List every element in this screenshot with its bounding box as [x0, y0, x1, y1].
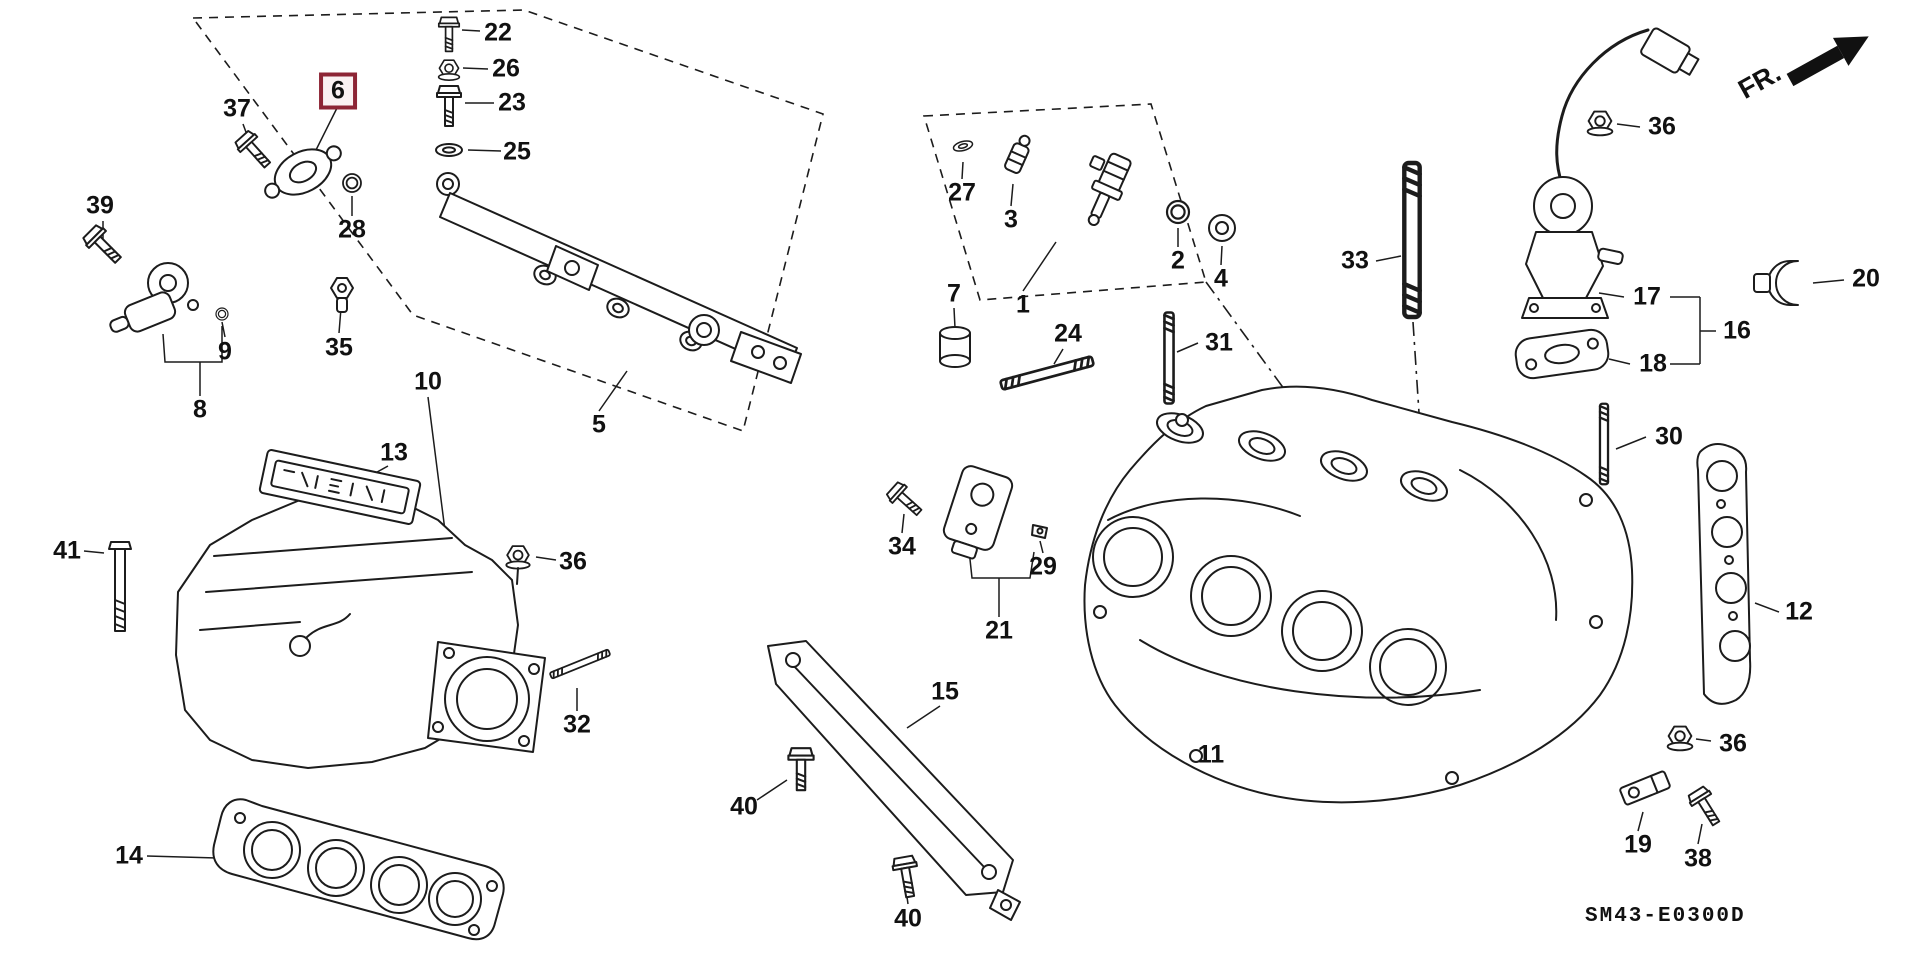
callout-27[interactable]: 27: [948, 178, 976, 207]
diagram-code: SM43-E0300D: [1585, 905, 1746, 928]
callout-35[interactable]: 35: [325, 333, 353, 362]
seal-ring-4-drawing: [1208, 214, 1236, 242]
callout-34[interactable]: 34: [888, 532, 916, 561]
callout-4[interactable]: 4: [1214, 264, 1228, 293]
emblem-plate-drawing: [258, 449, 422, 525]
egr-valve-drawing: [1521, 27, 1700, 319]
clip-29-drawing: [1031, 524, 1048, 539]
callout-24[interactable]: 24: [1054, 319, 1082, 348]
harness-clamp-drawing: [1753, 260, 1799, 306]
callout-19[interactable]: 19: [1624, 830, 1652, 859]
sensor-35-drawing: [330, 277, 354, 313]
mount-bracket-15-drawing: [767, 640, 1021, 921]
callout-17[interactable]: 17: [1633, 282, 1661, 311]
egr-gasket-drawing: [1514, 328, 1610, 380]
intake-plenum-drawing: [175, 491, 546, 769]
callout-18[interactable]: 18: [1639, 349, 1667, 378]
callout-8[interactable]: 8: [193, 395, 207, 424]
callout-41[interactable]: 41: [53, 536, 81, 565]
callout-10[interactable]: 10: [414, 367, 442, 396]
callout-22[interactable]: 22: [484, 18, 512, 47]
cushion-7-drawing: [939, 326, 971, 368]
callout-20[interactable]: 20: [1852, 264, 1880, 293]
callout-36b[interactable]: 36: [559, 547, 587, 576]
fuel-injector-drawing: [1087, 152, 1132, 226]
callout-25[interactable]: 25: [503, 137, 531, 166]
pressure-regulator-drawing: [109, 262, 199, 333]
callout-15[interactable]: 15: [931, 677, 959, 706]
callout-36c[interactable]: 36: [1719, 729, 1747, 758]
fuel-rail-drawing: [439, 192, 802, 384]
callout-21[interactable]: 21: [985, 616, 1013, 645]
callout-7[interactable]: 7: [947, 279, 961, 308]
callout-31[interactable]: 31: [1205, 328, 1233, 357]
map-sensor-drawing: [942, 465, 1014, 560]
callout-23[interactable]: 23: [498, 88, 526, 117]
callout-38[interactable]: 38: [1684, 844, 1712, 873]
callout-28[interactable]: 28: [338, 215, 366, 244]
intake-manifold-drawing: [1083, 385, 1634, 804]
callout-2[interactable]: 2: [1171, 246, 1185, 275]
callout-16[interactable]: 16: [1723, 316, 1751, 345]
injector-filter-drawing: [1004, 134, 1031, 174]
callout-26[interactable]: 26: [492, 54, 520, 83]
callout-13[interactable]: 13: [380, 438, 408, 467]
callout-11[interactable]: 11: [1197, 740, 1225, 769]
callout-32[interactable]: 32: [563, 710, 591, 739]
plenum-gasket-drawing: [212, 798, 505, 941]
callout-40a[interactable]: 40: [730, 792, 758, 821]
callout-36a[interactable]: 36: [1648, 112, 1676, 141]
callout-9[interactable]: 9: [218, 337, 232, 366]
callout-1[interactable]: 1: [1016, 290, 1030, 319]
small-bracket-19-drawing: [1619, 770, 1671, 806]
callout-6[interactable]: 6: [319, 72, 357, 110]
regulator-gasket-drawing: [264, 145, 342, 199]
callout-12[interactable]: 12: [1785, 597, 1813, 626]
callout-37[interactable]: 37: [223, 94, 251, 123]
callout-33[interactable]: 33: [1341, 246, 1369, 275]
callout-29[interactable]: 29: [1029, 552, 1057, 581]
kit-outline-boxes: [191, 9, 1421, 433]
callout-5[interactable]: 5: [592, 410, 606, 439]
callout-39[interactable]: 39: [86, 191, 114, 220]
callout-40b[interactable]: 40: [894, 904, 922, 933]
callout-3[interactable]: 3: [1004, 205, 1018, 234]
manifold-gasket-drawing: [1696, 443, 1752, 705]
fr-direction-arrow: [1786, 36, 1869, 87]
callout-14[interactable]: 14: [115, 841, 143, 870]
callout-30[interactable]: 30: [1655, 422, 1683, 451]
long-bolt-41-drawing: [108, 541, 132, 632]
